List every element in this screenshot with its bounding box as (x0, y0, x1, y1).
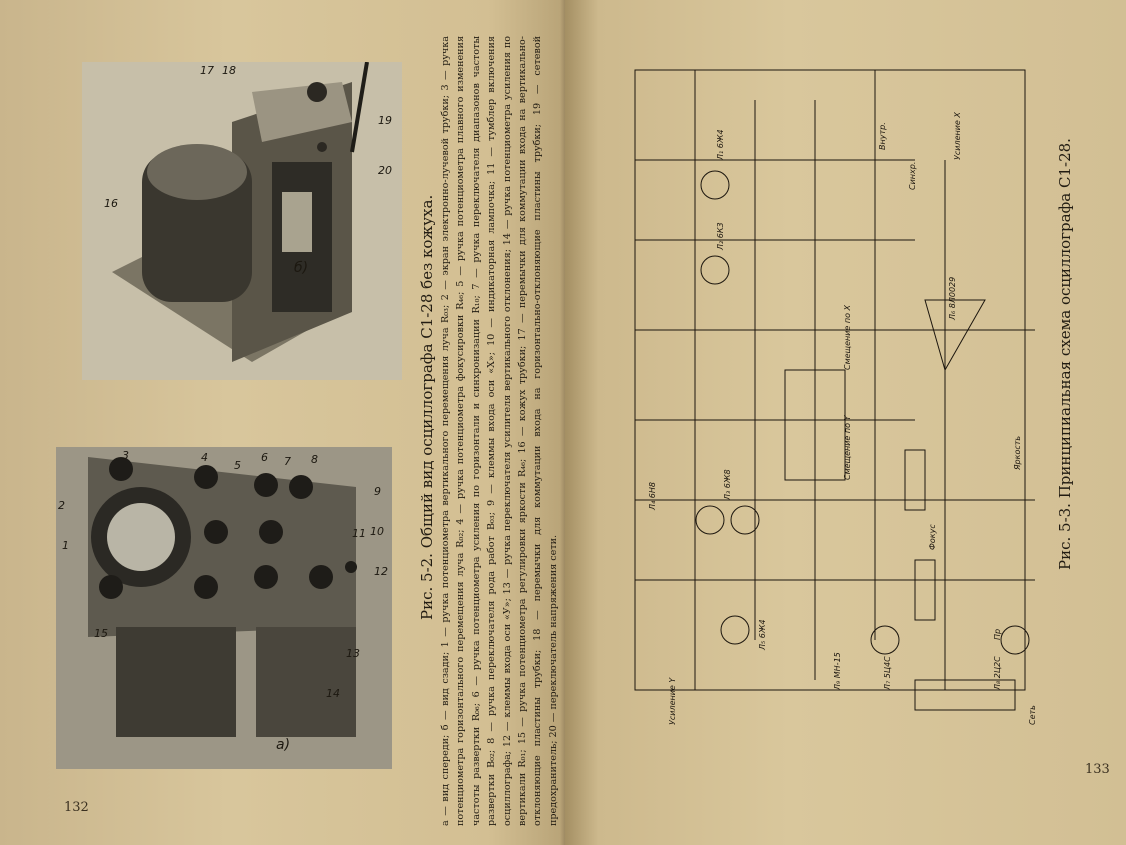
schem-label-l4: Л₄ 6Н8 (648, 482, 657, 511)
callout-3: 3 (122, 449, 129, 462)
schem-label-l9: Л₉ МН-15 (833, 652, 842, 691)
figure-caption-body: а — вид спереди; б — вид сзади; 1 — ручк… (440, 36, 559, 826)
schem-label-sync: Синхр. (908, 162, 917, 190)
callout-20: 20 (378, 164, 392, 177)
page-number-left: 132 (64, 800, 89, 815)
schem-label-gain-y: Усиление Y (668, 677, 677, 725)
callout-8: 8 (311, 453, 318, 466)
photo-b-label: б) (294, 260, 309, 276)
oscilloscope-front-illustration (56, 447, 392, 769)
callout-18: 18 (222, 64, 236, 77)
schem-label-focus: Фокус (928, 524, 937, 550)
callout-17: 17 (200, 64, 214, 77)
schem-label-l8: Л₈ 2Ц2С (993, 656, 1002, 691)
schem-label-l6: Л₆ 8Л0029 (948, 277, 957, 321)
schem-label-mains: Сеть (1028, 705, 1037, 725)
callout-19: 19 (378, 114, 392, 127)
callout-13: 13 (346, 647, 360, 660)
page-number-right: 133 (1085, 762, 1110, 777)
left-page: 16 17 18 19 20 б) (0, 0, 575, 845)
schem-label-gain-x: Усиление X (953, 112, 962, 160)
schem-label-l2: Л₂ 6К3 (716, 222, 725, 251)
schem-label-l3: Л₃ 6Ж8 (723, 469, 732, 501)
schem-label-brightness: Яркость (1013, 436, 1022, 471)
schem-label-internal: Внутр. (878, 122, 887, 150)
schem-label-shift-y: Смещение по Y (843, 414, 852, 480)
callout-7: 7 (284, 455, 291, 468)
callout-15: 15 (94, 627, 108, 640)
photo-rear-view: 16 17 18 19 20 б) (82, 62, 402, 380)
callout-2: 2 (58, 499, 65, 512)
callout-14: 14 (326, 687, 340, 700)
callout-6: 6 (261, 451, 268, 464)
photo-front-view: 1 2 3 4 5 6 7 8 9 10 11 12 13 14 15 а) (56, 447, 392, 769)
callout-9: 9 (374, 485, 381, 498)
photo-a-label: а) (276, 737, 291, 753)
callout-12: 12 (374, 565, 388, 578)
callout-5: 5 (234, 459, 241, 472)
schem-label-shift-x: Смещение по X (843, 304, 852, 370)
schem-label-l1: Л₁ 6Ж4 (716, 129, 725, 161)
schem-label-l5: Л₅ 6Ж4 (758, 619, 767, 651)
schem-label-l7: Л₇ 5Ц4С (883, 656, 892, 691)
figure-caption-title: Рис. 5-2. Общий вид осциллографа С1-28 б… (418, 194, 436, 620)
callout-10: 10 (370, 525, 384, 538)
schematic-caption: Рис. 5-3. Принципиальная схема осциллогр… (1056, 138, 1074, 570)
callout-11: 11 (352, 527, 366, 540)
oscilloscope-rear-illustration (82, 62, 402, 380)
callout-16: 16 (104, 197, 118, 210)
callout-4: 4 (201, 451, 208, 464)
callout-1: 1 (62, 539, 69, 552)
circuit-schematic: Л₁ 6Ж4 Л₂ 6К3 Л₃ 6Ж8 Л₄ 6Н8 Л₅ 6Ж4 Л₆ 8Л… (634, 69, 1037, 725)
schem-label-fuse: Пр (993, 629, 1002, 640)
